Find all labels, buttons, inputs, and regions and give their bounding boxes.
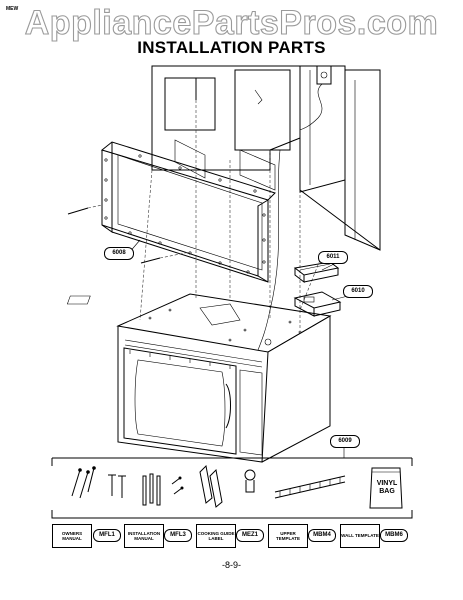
vinyl-bag-label: VINYL BAG bbox=[376, 480, 398, 495]
upper-template-box: UPPER TEMPLATE bbox=[268, 524, 308, 548]
filler-strip-icon bbox=[274, 475, 346, 499]
top-screw bbox=[192, 77, 263, 105]
wall-outlet bbox=[299, 65, 332, 131]
microwave-oven bbox=[66, 293, 332, 463]
wall-template-box: WALL TEMPLATE bbox=[340, 524, 380, 548]
cord-clip-icon bbox=[244, 469, 256, 493]
mounting-plate bbox=[100, 141, 276, 283]
installation-manual-box: INSTALLATION MANUAL bbox=[124, 524, 164, 548]
vinyl-bag-icon bbox=[369, 467, 403, 509]
long-screws-icon bbox=[71, 466, 96, 499]
page-number: -8-9- bbox=[221, 560, 241, 570]
part-6011-drawing bbox=[293, 261, 340, 284]
code-mez1: MEZ1 bbox=[236, 529, 264, 542]
owners-manual-box: OWNERS MANUAL bbox=[52, 524, 92, 548]
guide-lines bbox=[139, 100, 321, 330]
callout-6010: 6010 bbox=[343, 285, 373, 298]
page-code: MEW bbox=[6, 6, 19, 12]
part-6010-drawing bbox=[293, 291, 342, 317]
code-mfl1: MFL1 bbox=[93, 529, 121, 542]
side-screws bbox=[67, 204, 191, 264]
cooking-guide-label-box: COOKING GUIDE LABEL bbox=[196, 524, 236, 548]
code-mbm6: MBM6 bbox=[380, 529, 408, 542]
callout-6011: 6011 bbox=[318, 251, 348, 264]
diagram-title: INSTALLATION PARTS bbox=[137, 38, 326, 57]
small-screws-icon bbox=[171, 476, 184, 495]
watermark: AppliancePartsPros.com bbox=[24, 3, 439, 42]
power-cord bbox=[257, 149, 281, 351]
code-mbm4: MBM4 bbox=[308, 529, 336, 542]
code-mfl3: MFL3 bbox=[164, 529, 192, 542]
kit-bracket bbox=[51, 457, 413, 519]
toggle-bolts-icon bbox=[108, 474, 126, 498]
grommets-icon bbox=[199, 464, 223, 508]
callout-6008: 6008 bbox=[104, 247, 134, 260]
callout-6009: 6009 bbox=[330, 435, 360, 448]
upper-cabinet bbox=[151, 65, 381, 251]
wall-anchors-icon bbox=[142, 473, 161, 506]
